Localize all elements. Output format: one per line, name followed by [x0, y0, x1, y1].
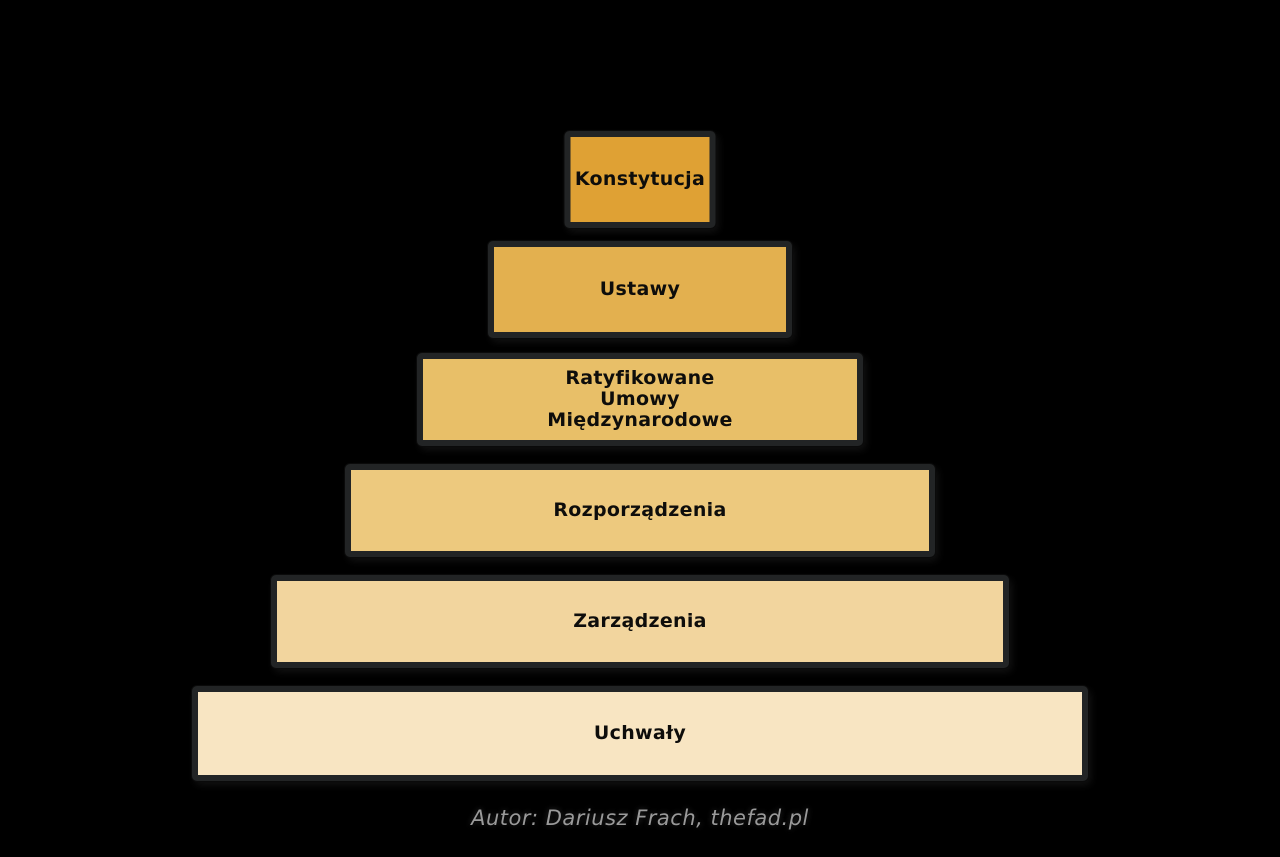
pyramid-level-ustawy-label: Ustawy — [599, 278, 681, 300]
pyramid-level-konstytucja: Konstytucja — [564, 131, 716, 228]
pyramid-level-umowy-label: Ratyfikowane Umowy Międzynarodowe — [547, 367, 733, 431]
pyramid-level-rozporzadzenia: Rozporządzenia — [345, 464, 935, 557]
pyramid-level-umowy: Ratyfikowane Umowy Międzynarodowe — [417, 353, 863, 446]
author-watermark: Autor: Dariusz Frach, thefad.pl — [471, 806, 809, 830]
pyramid-level-konstytucja-label: Konstytucja — [574, 168, 706, 190]
pyramid-level-ustawy: Ustawy — [488, 241, 792, 338]
pyramid-level-zarzadzenia: Zarządzenia — [271, 575, 1009, 668]
pyramid-level-uchwaly: Uchwały — [192, 686, 1088, 781]
pyramid-level-zarzadzenia-label: Zarządzenia — [573, 610, 707, 632]
pyramid-level-uchwaly-label: Uchwały — [593, 722, 687, 744]
pyramid-level-rozporzadzenia-label: Rozporządzenia — [553, 499, 727, 521]
